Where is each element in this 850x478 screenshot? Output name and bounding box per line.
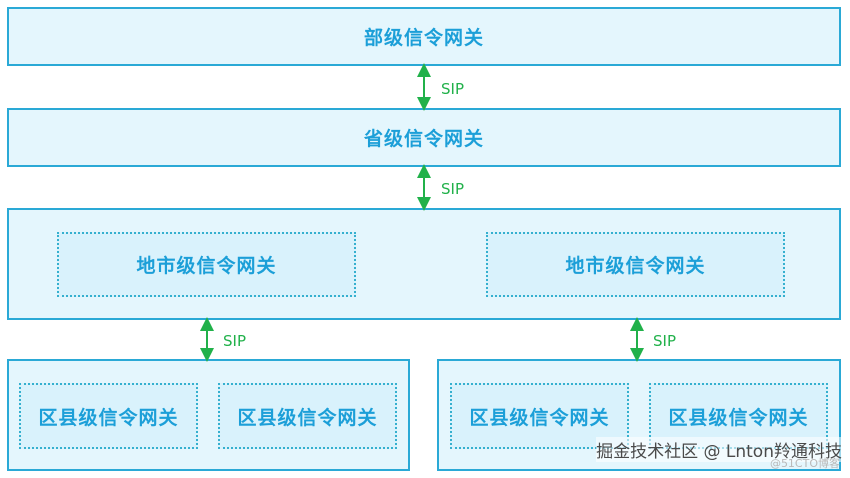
county-gateway-box-1 [19, 383, 198, 449]
city-gateway-label-left: 地市级信令网关 [136, 255, 277, 277]
sip-label-3: SIP [223, 332, 246, 350]
watermark-sub: @51CTO博客 [769, 457, 840, 470]
county-gateway-label-2: 区县级信令网关 [237, 406, 378, 429]
sip-label-2: SIP [441, 180, 464, 198]
city-gateway-box-right [486, 232, 785, 297]
county-gateway-label-1: 区县级信令网关 [38, 406, 179, 429]
ministry-gateway-label: 部级信令网关 [363, 27, 484, 49]
county-gateway-label-4: 区县级信令网关 [668, 406, 809, 429]
county-gateway-box-2 [218, 383, 397, 449]
county-gateway-label-3: 区县级信令网关 [469, 406, 610, 429]
watermark: 掘金技术社区 @ Lnton羚通科技 [596, 437, 842, 462]
sip-label-4: SIP [653, 332, 676, 350]
province-gateway-label: 省级信令网关 [363, 128, 484, 150]
city-gateway-box-left [57, 232, 356, 297]
city-gateway-label-right: 地市级信令网关 [565, 255, 706, 277]
sip-label-1: SIP [441, 80, 464, 98]
